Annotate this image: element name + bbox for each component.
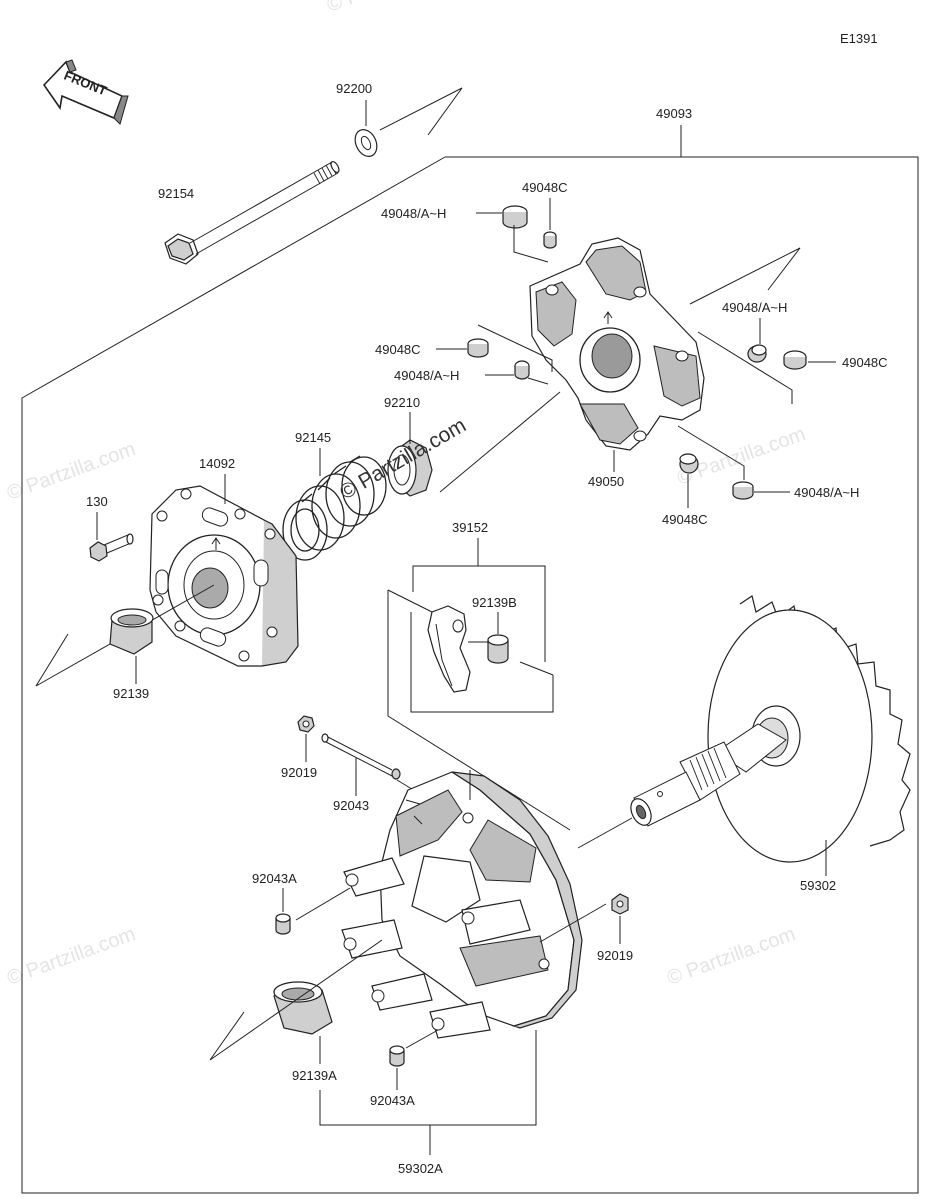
label-49050: 49050 bbox=[588, 474, 624, 489]
cap-49048-d bbox=[732, 481, 754, 500]
label-92139A: 92139A bbox=[292, 1068, 337, 1083]
label-59302: 59302 bbox=[800, 878, 836, 893]
spring-92145 bbox=[282, 455, 387, 561]
label-39152: 39152 bbox=[452, 520, 488, 535]
movable-sheave-59302A bbox=[341, 771, 583, 1039]
leader-line bbox=[539, 903, 607, 943]
cap-49048-a bbox=[502, 205, 528, 229]
leader-lines-spider bbox=[436, 198, 836, 508]
assembly-frame-line bbox=[21, 156, 919, 1194]
label-92145: 92145 bbox=[295, 430, 331, 445]
bushing-92139 bbox=[109, 608, 154, 655]
bracket-59302A bbox=[319, 1030, 537, 1155]
label-92210: 92210 bbox=[384, 395, 420, 410]
label-92139B: 92139B bbox=[472, 595, 517, 610]
leader-line bbox=[295, 887, 351, 921]
pin-92139B bbox=[487, 634, 509, 664]
shaft-92043 bbox=[321, 733, 401, 780]
pin-92043A-a bbox=[275, 913, 291, 935]
label-92019: 92019 bbox=[597, 948, 633, 963]
weight-arm-39152 bbox=[427, 605, 471, 693]
leader-line bbox=[577, 817, 633, 849]
cap-49048C-d bbox=[679, 453, 699, 474]
label-92019: 92019 bbox=[281, 765, 317, 780]
label-92043A: 92043A bbox=[370, 1093, 415, 1108]
label-49048AH: 49048/A~H bbox=[794, 485, 859, 500]
label-92139: 92139 bbox=[113, 686, 149, 701]
label-49048AH: 49048/A~H bbox=[722, 300, 787, 315]
spider-49050 bbox=[529, 237, 705, 451]
weight-kit-bracket bbox=[387, 538, 571, 831]
leader-line bbox=[379, 87, 463, 136]
label-49048C: 49048C bbox=[375, 342, 421, 357]
label-14092: 14092 bbox=[199, 456, 235, 471]
label-49093: 49093 bbox=[656, 106, 692, 121]
watermark-text: © Partzilla.com bbox=[664, 923, 798, 990]
cap-49048-b bbox=[514, 360, 530, 380]
leader-line bbox=[405, 1029, 439, 1049]
part-labels: 49093 92200 92154 49048C 49048/A~H 49048… bbox=[86, 81, 888, 1176]
cover-14092 bbox=[149, 485, 299, 667]
label-49048C: 49048C bbox=[662, 512, 708, 527]
fixed-sheave-59302 bbox=[630, 595, 911, 863]
cap-49048C-b bbox=[467, 338, 489, 358]
cap-49048-c bbox=[747, 344, 767, 363]
cap-49048C-a bbox=[543, 231, 557, 249]
label-130: 130 bbox=[86, 494, 108, 509]
leader-line bbox=[35, 584, 215, 687]
bolt-130 bbox=[89, 533, 134, 562]
label-49048C: 49048C bbox=[842, 355, 888, 370]
label-92043: 92043 bbox=[333, 798, 369, 813]
bushing-92210 bbox=[387, 439, 433, 497]
leader-line bbox=[209, 939, 383, 1061]
bolt-92154 bbox=[164, 160, 340, 265]
label-49048AH: 49048/A~H bbox=[394, 368, 459, 383]
label-92154: 92154 bbox=[158, 186, 194, 201]
watermark-text: © Partzilla.com bbox=[4, 438, 138, 505]
label-92200: 92200 bbox=[336, 81, 372, 96]
nut-92019-b bbox=[611, 893, 629, 915]
front-arrow-icon: FRONT bbox=[42, 59, 129, 125]
washer-92200 bbox=[354, 129, 378, 157]
watermark-text: © Partzilla.com bbox=[4, 923, 138, 990]
nut-92019-a bbox=[297, 715, 315, 733]
watermark-text: © Partzilla.com bbox=[324, 0, 458, 17]
pin-92043A-b bbox=[389, 1045, 405, 1067]
label-49048AH: 49048/A~H bbox=[381, 206, 446, 221]
label-92043A: 92043A bbox=[252, 871, 297, 886]
label-49048C: 49048C bbox=[522, 180, 568, 195]
diagram-code: E1391 bbox=[840, 31, 878, 46]
bushing-92139A bbox=[273, 981, 333, 1035]
cap-49048C-c bbox=[783, 350, 807, 370]
label-59302A: 59302A bbox=[398, 1161, 443, 1176]
